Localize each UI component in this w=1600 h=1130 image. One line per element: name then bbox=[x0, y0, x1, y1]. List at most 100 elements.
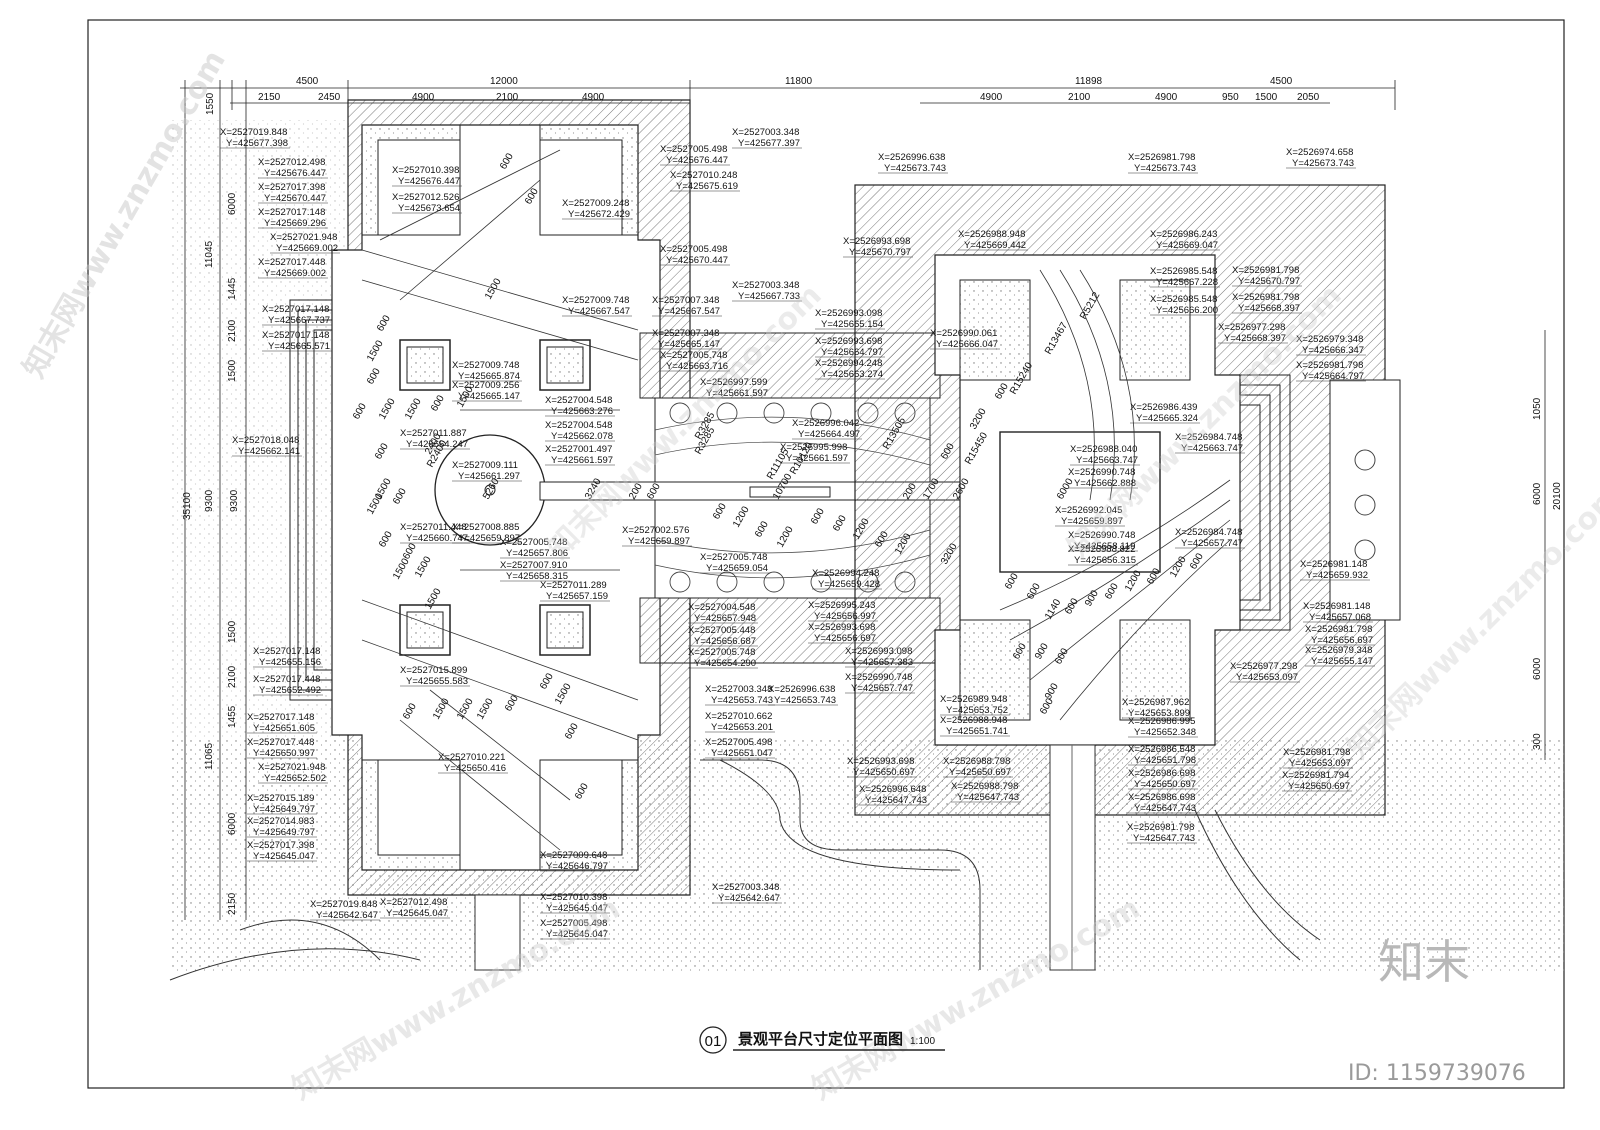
dim-left-label: 11045 bbox=[204, 240, 215, 268]
coord-y-label: Y=425659.054 bbox=[706, 563, 768, 574]
coord-y-label: Y=425668.397 bbox=[1224, 333, 1286, 344]
coord-x-label: X=2526981.798 bbox=[1232, 292, 1299, 303]
coord-x-label: X=2527019.848 bbox=[220, 127, 287, 138]
left-platform bbox=[289, 99, 691, 896]
coord-x-label: X=2526993.698 bbox=[815, 336, 882, 347]
coord-y-label: Y=425669.442 bbox=[964, 240, 1026, 251]
coord-y-label: Y=425658.315 bbox=[506, 571, 568, 582]
dim-left-label: 2100 bbox=[227, 665, 238, 688]
coord-y-label: Y=425649.797 bbox=[253, 827, 315, 838]
coord-y-label: Y=425642.647 bbox=[316, 910, 378, 921]
coordinate-labels: X=2527019.848Y=425677.398X=2527012.498Y=… bbox=[220, 127, 1375, 940]
coord-y-label: Y=425669.296 bbox=[264, 218, 326, 229]
coord-x-label: X=2526981.798 bbox=[1128, 152, 1195, 163]
drawing-scale: 1:100 bbox=[910, 1036, 935, 1047]
coord-y-label: Y=425650.416 bbox=[444, 763, 506, 774]
coord-y-label: Y=425673.743 bbox=[1134, 163, 1196, 174]
coord-y-label: Y=425657.068 bbox=[1309, 612, 1371, 623]
coord-y-label: Y=425669.047 bbox=[1156, 240, 1218, 251]
coord-x-label: X=2527011.448 bbox=[400, 522, 467, 533]
coord-y-label: Y=425647.743 bbox=[865, 795, 927, 806]
coord-y-label: Y=425656.697 bbox=[814, 633, 876, 644]
coord-x-label: X=2527010.662 bbox=[705, 711, 772, 722]
coord-x-label: X=2526986.439 bbox=[1130, 402, 1197, 413]
coord-x-label: X=2527011.289 bbox=[540, 580, 607, 591]
dim-top2-label: 4900 bbox=[1155, 92, 1178, 103]
dim-left-label: 2100 bbox=[227, 319, 238, 342]
coord-y-label: Y=425670.797 bbox=[1238, 276, 1300, 287]
dim-left-label: 1445 bbox=[227, 277, 238, 300]
coord-y-label: Y=425667.737 bbox=[268, 315, 330, 326]
right-platform bbox=[854, 184, 1401, 816]
coord-y-label: Y=425667.228 bbox=[1156, 277, 1218, 288]
coord-x-label: X=2527009.748 bbox=[562, 295, 629, 306]
dim-top-label: 4500 bbox=[1270, 76, 1293, 87]
coord-y-label: Y=425665.874 bbox=[458, 371, 520, 382]
coord-y-label: Y=425666.047 bbox=[936, 339, 998, 350]
coord-x-label: X=2526994.248 bbox=[815, 358, 882, 369]
coord-x-label: X=2526997.599 bbox=[700, 377, 767, 388]
coord-y-label: Y=425653.743 bbox=[711, 695, 773, 706]
coord-y-label: Y=425670.447 bbox=[666, 255, 728, 266]
coord-x-label: X=2527005.748 bbox=[700, 552, 767, 563]
coord-y-label: Y=425653.752 bbox=[946, 705, 1008, 716]
dim-left-label: 9300 bbox=[229, 489, 240, 512]
coord-x-label: X=2527005.748 bbox=[660, 350, 727, 361]
coord-x-label: X=2527017.448 bbox=[258, 257, 325, 268]
coord-x-label: X=2526993.698 bbox=[808, 622, 875, 633]
coord-x-label: X=2526988.822 bbox=[1068, 544, 1135, 555]
coord-x-label: X=2526979.348 bbox=[1296, 334, 1363, 345]
coord-x-label: X=2526986.243 bbox=[1150, 229, 1217, 240]
coord-x-label: X=2527019.848 bbox=[310, 899, 377, 910]
coord-x-label: X=2526981.798 bbox=[1232, 265, 1299, 276]
coord-x-label: X=2526981.798 bbox=[1296, 360, 1363, 371]
coord-y-label: Y=425659.897 bbox=[628, 536, 690, 547]
dim-right-label: 300 bbox=[1532, 733, 1543, 750]
coord-x-label: X=2526993.098 bbox=[815, 308, 882, 319]
coord-y-label: Y=425645.047 bbox=[546, 903, 608, 914]
coord-y-label: Y=425668.397 bbox=[1238, 303, 1300, 314]
coord-y-label: Y=425653.743 bbox=[774, 695, 836, 706]
coord-x-label: X=2526986.698 bbox=[1128, 792, 1195, 803]
coord-y-label: Y=425673.743 bbox=[1292, 158, 1354, 169]
coord-x-label: X=2526981.798 bbox=[1305, 624, 1372, 635]
coord-x-label: X=2526993.098 bbox=[845, 646, 912, 657]
drawing-number: 01 bbox=[705, 1033, 722, 1050]
coord-y-label: Y=425658.119 bbox=[1074, 541, 1135, 552]
coord-x-label: X=2526984.748 bbox=[1175, 432, 1242, 443]
dim-left-label: 2150 bbox=[227, 892, 238, 915]
coord-x-label: X=2527017.148 bbox=[247, 712, 314, 723]
coord-x-label: X=2526987.962 bbox=[1122, 697, 1189, 708]
coord-x-label: X=2527015.189 bbox=[247, 793, 314, 804]
coord-y-label: Y=425642.647 bbox=[718, 893, 780, 904]
coord-y-label: Y=425661.597 bbox=[786, 453, 848, 464]
dim-top2-label: 950 bbox=[1222, 92, 1239, 103]
coord-y-label: Y=425661.597 bbox=[551, 455, 613, 466]
coord-y-label: Y=425657.159 bbox=[546, 591, 608, 602]
dim-top2-label: 2050 bbox=[1297, 92, 1320, 103]
dim-right-label: 6000 bbox=[1532, 482, 1543, 505]
coord-y-label: Y=425656.697 bbox=[1311, 635, 1373, 646]
coord-y-label: Y=425657.747 bbox=[1181, 538, 1243, 549]
coord-x-label: X=2527017.398 bbox=[258, 182, 325, 193]
coord-y-label: Y=425651.047 bbox=[711, 748, 773, 759]
coord-y-label: Y=425656.997 bbox=[814, 611, 876, 622]
coord-y-label: Y=425663.747 bbox=[1181, 443, 1243, 454]
coord-y-label: Y=425653.097 bbox=[1236, 672, 1298, 683]
coord-x-label: X=2527010.221 bbox=[438, 752, 505, 763]
coord-x-label: X=2527017.398 bbox=[247, 840, 314, 851]
coord-x-label: X=2527017.448 bbox=[253, 674, 320, 685]
coord-y-label: Y=425665.324 bbox=[1136, 413, 1198, 424]
dim-left-label: 11065 bbox=[204, 742, 215, 770]
dim-left-label: 1550 bbox=[205, 92, 216, 115]
coord-x-label: X=2526988.798 bbox=[943, 756, 1010, 767]
coord-y-label: Y=425645.047 bbox=[253, 851, 315, 862]
coord-y-label: Y=425657.806 bbox=[506, 548, 568, 559]
coord-y-label: Y=425657.747 bbox=[851, 683, 913, 694]
coord-x-label: X=2527003.348 bbox=[732, 127, 799, 138]
coord-x-label: X=2527005.498 bbox=[540, 918, 607, 929]
coord-y-label: Y=425662.141 bbox=[238, 446, 300, 457]
coord-y-label: Y=425647.743 bbox=[1133, 833, 1195, 844]
